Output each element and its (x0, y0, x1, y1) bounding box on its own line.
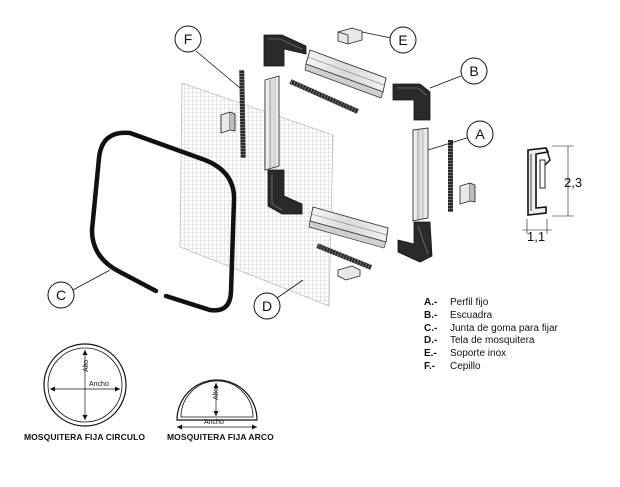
legend-text: Tela de mosquitera (450, 335, 535, 347)
profile-width-label: 1,1 (527, 229, 545, 244)
legend-row-a: A.- Perfil fijo (424, 297, 558, 310)
legend-row-b: B.- Escuadra (424, 310, 558, 323)
callout-f-letter: F (184, 31, 193, 47)
legend-text: Perfil fijo (450, 297, 489, 308)
callout-b: B (429, 57, 488, 89)
parts-legend: A.- Perfil fijo B.- Escuadra C.- Junta de g… (424, 297, 558, 374)
corner-brackets-b (263, 34, 433, 263)
callout-d-letter: D (262, 298, 272, 314)
callout-c-letter: C (56, 287, 66, 303)
circle-ancho-label: Ancho (89, 381, 109, 388)
fixed-profiles-a (264, 49, 429, 249)
legend-key: F.- (424, 360, 436, 372)
mesh-screen-d (179, 82, 334, 307)
legend-text: Junta de goma para fijar (450, 322, 558, 334)
legend-key: B.- (424, 309, 438, 321)
rubber-gasket-c (89, 130, 237, 313)
legend-row-e: E.- Soporte inox (424, 348, 558, 361)
profile-height-label: 2,3 (564, 175, 582, 190)
callout-e-letter: E (398, 32, 407, 48)
legend-row-d: D.- Tela de mosquitera (424, 335, 558, 348)
legend-row-c: C.- Junta de goma para fijar (424, 323, 558, 336)
legend-key: D.- (424, 335, 438, 347)
callout-e: E (361, 26, 417, 54)
stainless-supports-e (220, 27, 476, 281)
arc-ancho-label: Ancho (204, 419, 224, 426)
callout-b-letter: B (469, 63, 478, 79)
circle-screen-diagram: Alto Ancho (43, 343, 127, 427)
callout-a-letter: A (475, 126, 485, 142)
legend-key: C.- (424, 322, 438, 334)
circle-alto-label: Alto (83, 360, 90, 372)
arc-screen-diagram: Alto Ancho (176, 379, 258, 430)
callout-a: A (427, 120, 494, 151)
legend-key: E.- (424, 348, 437, 360)
legend-text: Soporte inox (450, 348, 507, 360)
arc-alto-label: Alto (213, 388, 220, 400)
callout-d: D (253, 279, 304, 320)
legend-text: Cepillo (450, 360, 481, 372)
callout-f: F (174, 25, 241, 89)
arc-caption: MOSQUITERA FIJA ARCO (167, 432, 274, 442)
corner-bracket-highlights (268, 38, 429, 255)
callout-c: C (47, 269, 111, 309)
legend-row-f: F.- Cepillo (424, 361, 558, 374)
brush-strips-f (239, 69, 453, 270)
legend-text: Escuadra (450, 309, 493, 321)
legend-key: A.- (424, 297, 438, 308)
profile-cross-section: 2,3 1,1 (522, 145, 582, 244)
circle-caption: MOSQUITERA FIJA CIRCULO (24, 432, 146, 442)
